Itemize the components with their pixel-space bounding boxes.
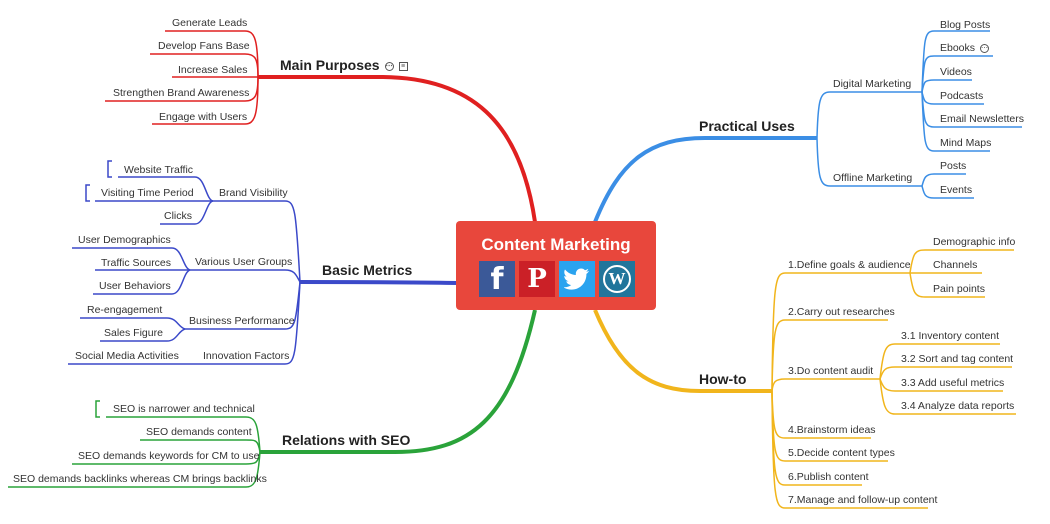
practical-uses-topic[interactable]: Practical Uses [699, 118, 795, 134]
step-2-node[interactable]: 2.Carry out researches [788, 306, 895, 318]
step-6-node[interactable]: 6.Publish content [788, 471, 869, 483]
list-item[interactable]: User Demographics [78, 234, 171, 246]
main-purposes-branch [258, 75, 537, 223]
offline-marketing-node[interactable]: Offline Marketing [833, 172, 913, 184]
central-topic-title: Content Marketing [481, 235, 631, 254]
list-item[interactable]: Posts [940, 160, 967, 172]
basic-metrics-branch [299, 280, 459, 285]
list-item[interactable]: Sales Figure [104, 327, 163, 339]
how-to-topic[interactable]: How-to [699, 371, 747, 387]
note-icon[interactable]: ≡ [398, 61, 408, 71]
list-item[interactable]: User Behaviors [99, 280, 171, 292]
brand-visibility-node[interactable]: Brand Visibility [219, 187, 288, 199]
main-purposes-title: Main Purposes [280, 57, 380, 73]
list-item[interactable]: Pain points [933, 283, 985, 295]
practical-uses-branch [593, 136, 817, 223]
list-item[interactable]: Develop Fans Base [158, 40, 250, 52]
list-item[interactable]: 3.4 Analyze data reports [901, 400, 1015, 412]
list-item[interactable]: 3.3 Add useful metrics [901, 377, 1005, 389]
list-item[interactable]: 3.1 Inventory content [901, 330, 1000, 342]
central-topic[interactable]: Content Marketing f P W [456, 221, 656, 310]
relations-seo-topic[interactable]: Relations with SEO [282, 432, 411, 448]
list-item[interactable]: SEO demands content [146, 426, 252, 438]
list-item[interactable]: Clicks [164, 210, 192, 222]
list-item[interactable]: Podcasts [940, 90, 984, 102]
list-item[interactable]: Strengthen Brand Awareness [113, 87, 250, 99]
list-item[interactable]: SEO demands backlinks whereas CM brings … [13, 473, 267, 485]
digital-marketing-node[interactable]: Digital Marketing [833, 78, 912, 90]
list-item[interactable]: Website Traffic [124, 164, 194, 176]
list-item[interactable]: Events [940, 184, 973, 196]
list-item[interactable]: Increase Sales [178, 64, 248, 76]
list-item[interactable]: Engage with Users [159, 111, 248, 123]
list-item[interactable]: Ebooks ⋯ [940, 42, 990, 54]
list-item[interactable]: Social Media Activities [75, 350, 179, 362]
list-item[interactable]: Generate Leads [172, 17, 248, 29]
list-item[interactable]: Traffic Sources [101, 257, 172, 269]
comment-icon[interactable]: ⋯ [980, 43, 990, 53]
list-item[interactable]: 3.2 Sort and tag content [901, 353, 1014, 365]
list-item[interactable]: Visiting Time Period [101, 187, 194, 199]
innovation-factors-node[interactable]: Innovation Factors [203, 350, 290, 362]
list-item[interactable]: Videos [940, 66, 972, 78]
list-item[interactable]: Re-engagement [87, 304, 163, 316]
pinterest-icon: P [519, 261, 555, 297]
step-3-node[interactable]: 3.Do content audit [788, 365, 874, 377]
relations-seo-branch [260, 309, 537, 454]
list-item[interactable]: Demographic info [933, 236, 1016, 248]
step-1-node[interactable]: 1.Define goals & audience [788, 259, 911, 271]
list-item[interactable]: Email Newsletters [940, 113, 1025, 125]
step-4-node[interactable]: 4.Brainstorm ideas [788, 424, 876, 436]
list-item[interactable]: Mind Maps [940, 137, 992, 149]
step-5-node[interactable]: 5.Decide content types [788, 447, 895, 459]
ebooks-label: Ebooks [940, 42, 976, 54]
how-to-branch [593, 309, 772, 393]
list-item[interactable]: SEO demands keywords for CM to use [78, 450, 260, 462]
twitter-icon [559, 261, 595, 297]
list-item[interactable]: SEO is narrower and technical [113, 403, 255, 415]
facebook-icon: f [479, 261, 515, 297]
basic-metrics-topic[interactable]: Basic Metrics [322, 262, 413, 278]
user-groups-node[interactable]: Various User Groups [195, 256, 293, 268]
comment-icon[interactable]: ⋯ [384, 61, 394, 71]
step-7-node[interactable]: 7.Manage and follow-up content [788, 494, 938, 506]
wordpress-icon: W [599, 261, 635, 297]
main-purposes-topic[interactable]: Main Purposes ⋯ ≡ [280, 57, 408, 73]
business-performance-node[interactable]: Business Performance [189, 315, 295, 327]
list-item[interactable]: Channels [933, 259, 978, 271]
list-item[interactable]: Blog Posts [940, 19, 991, 31]
